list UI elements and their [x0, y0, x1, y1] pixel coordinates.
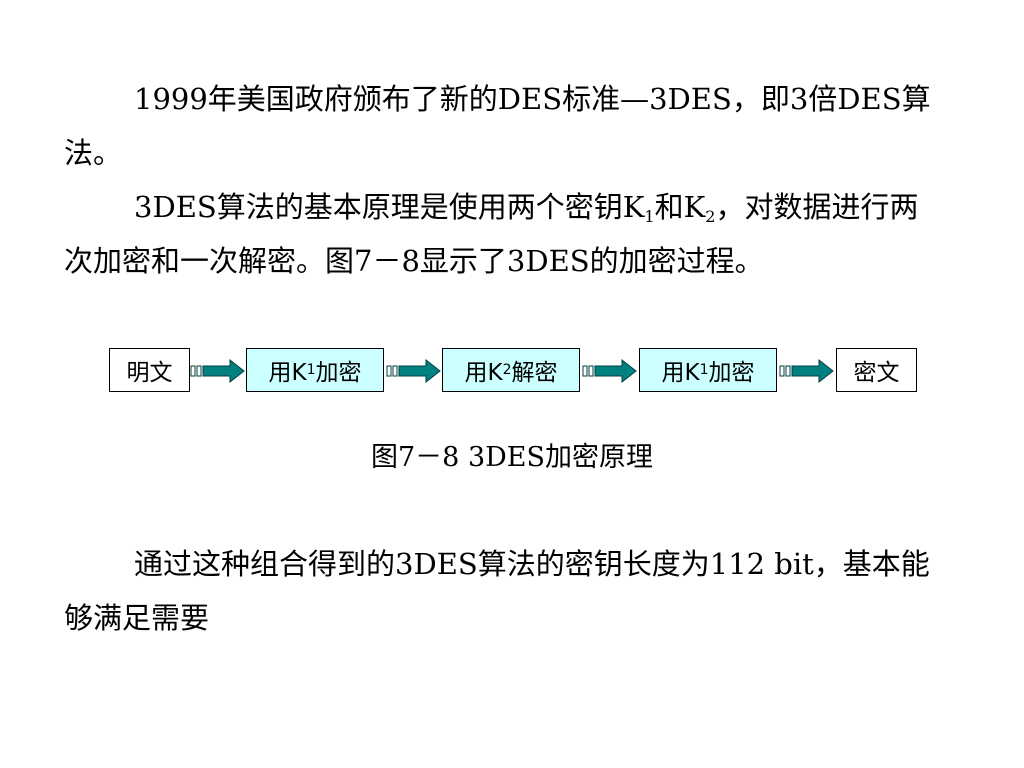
box-ciphertext: 密文 — [836, 348, 917, 392]
paragraph-2: 3DES算法的基本原理是使用两个密钥K1和K2，对数据进行两次加密和一次解密。图… — [64, 180, 944, 288]
paragraph-1: 1999年美国政府颁布了新的DES标准—3DES，即3倍DES算法。 — [64, 72, 944, 180]
figure-caption: 图7－8 3DES加密原理 — [371, 442, 653, 473]
arrow-right-icon — [386, 358, 441, 384]
paragraph-2-sub-1: 1 — [644, 207, 655, 226]
paragraph-3-text: 通过这种组合得到的3DES算法的密钥长度为112 bit，基本能够满足需要 — [64, 547, 930, 635]
box-encrypt-k1-final-pre: 用K — [661, 360, 700, 386]
paragraph-2-text-c: ，对数据进行两次加密和一次解密。图7－8显示了3DES的加密过程。 — [64, 190, 919, 278]
paragraph-2-sub-2: 2 — [705, 207, 716, 226]
box-ciphertext-label: 密文 — [853, 360, 900, 386]
box-encrypt-k1-post: 加密 — [315, 360, 362, 386]
box-plaintext: 明文 — [109, 348, 190, 392]
box-encrypt-k1-final-post: 加密 — [708, 360, 755, 386]
paragraph-3: 通过这种组合得到的3DES算法的密钥长度为112 bit，基本能够满足需要 — [64, 537, 944, 645]
box-decrypt-k2-post: 解密 — [511, 360, 558, 386]
arrow-right-icon — [779, 358, 834, 384]
arrow-right-icon — [190, 358, 245, 384]
paragraph-1-text: 1999年美国政府颁布了新的DES标准—3DES，即3倍DES算法。 — [64, 82, 931, 170]
box-plaintext-label: 明文 — [126, 360, 173, 386]
paragraph-2-text-a: 3DES算法的基本原理是使用两个密钥K — [134, 190, 645, 224]
paragraph-2-text-b: 和K — [654, 190, 706, 224]
box-decrypt-k2-pre: 用K — [464, 360, 503, 386]
arrow-right-icon — [582, 358, 637, 384]
box-encrypt-k1-pre: 用K — [268, 360, 307, 386]
